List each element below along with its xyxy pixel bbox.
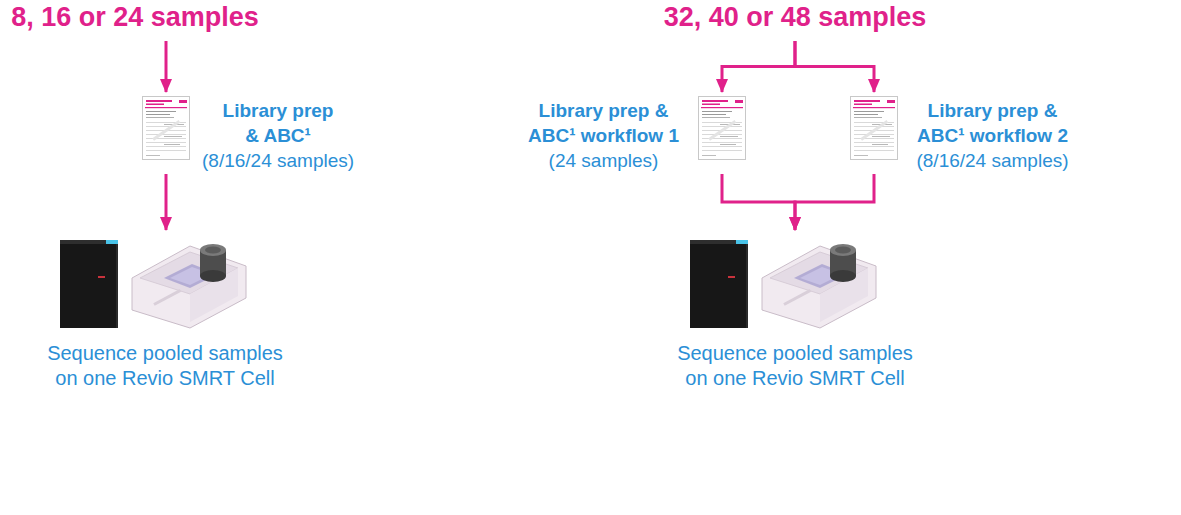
revio-smrt-cell-art: [690, 240, 876, 328]
flow-arrow: [722, 41, 795, 92]
sequencer-illustration: [670, 236, 920, 331]
sample-count-heading: 8, 16 or 24 samples: [11, 2, 259, 33]
step-text-column: Library prep & ABC¹ workflow 2(8/16/24 s…: [910, 96, 1075, 173]
protocol-document-icon: [698, 96, 746, 160]
sample-count-heading: 32, 40 or 48 samples: [664, 2, 927, 33]
document-art: [143, 97, 190, 160]
sequencing-step: Sequence pooled samples on one Revio SMR…: [40, 236, 290, 391]
workflow-step: Library prep & ABC¹ workflow 2(8/16/24 s…: [850, 96, 1075, 173]
flow-arrow: [165, 41, 168, 92]
flow-arrow: [165, 174, 168, 230]
sample-range: (8/16/24 samples): [916, 148, 1068, 173]
sample-range: (24 samples): [549, 148, 659, 173]
step-title: Library prep & ABC¹: [218, 98, 338, 148]
protocol-document-icon: [142, 96, 190, 160]
protocol-document-icon: [850, 96, 898, 160]
sequencing-caption: Sequence pooled samples on one Revio SMR…: [40, 341, 290, 391]
sequencer-illustration: [40, 236, 290, 331]
document-art: [699, 97, 746, 160]
document-art: [851, 97, 898, 160]
workflow-step: Library prep & ABC¹ workflow 1(24 sample…: [521, 96, 746, 173]
step-text-column: Library prep & ABC¹ workflow 1(24 sample…: [521, 96, 686, 173]
step-title: Library prep & ABC¹ workflow 1: [521, 98, 686, 148]
flow-arrow: [795, 174, 874, 230]
sequencing-step: Sequence pooled samples on one Revio SMR…: [670, 236, 920, 391]
sample-count-text: 32, 40 or 48 samples: [664, 2, 927, 33]
revio-smrt-cell-art: [60, 240, 246, 328]
connector-group: [166, 41, 874, 230]
sequencing-caption: Sequence pooled samples on one Revio SMR…: [670, 341, 920, 391]
step-text-column: Library prep & ABC¹(8/16/24 samples): [202, 96, 354, 173]
sample-count-text: 8, 16 or 24 samples: [11, 2, 259, 33]
flow-arrow: [795, 41, 874, 92]
step-title: Library prep & ABC¹ workflow 2: [910, 98, 1075, 148]
sample-range: (8/16/24 samples): [202, 148, 354, 173]
workflow-step: Library prep & ABC¹(8/16/24 samples): [142, 96, 354, 173]
flow-arrow: [722, 174, 795, 230]
